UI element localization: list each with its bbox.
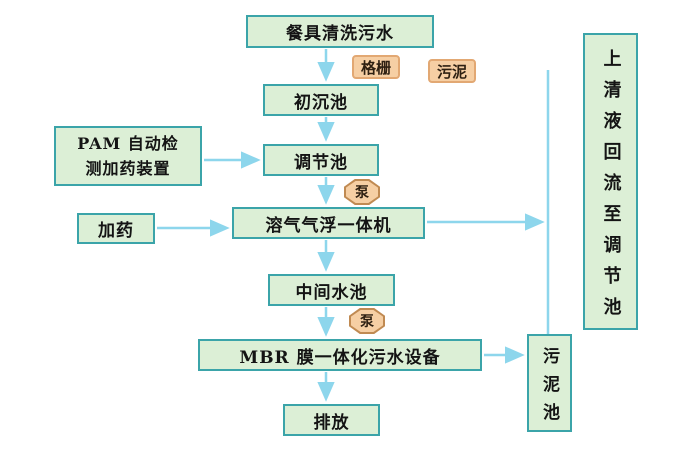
label-grid-screen: 格栅 (352, 55, 400, 79)
node-pam-dosing-device: PAM 自动检 测加药装置 (54, 126, 202, 186)
pam-line-1: PAM 自动检 (77, 134, 179, 153)
pump-label: 泵 (346, 181, 378, 203)
node-air-flotation-machine: 溶气气浮一体机 (232, 207, 425, 239)
node-middle-water-tank: 中间水池 (268, 274, 395, 306)
pump-badge-1: 泵 (344, 179, 380, 205)
sludge-tank-label: 污泥池 (539, 346, 559, 431)
pam-line-2: 测加药装置 (85, 159, 171, 178)
node-sludge-tank: 污泥池 (527, 334, 572, 432)
pump-badge-2: 泵 (349, 308, 385, 334)
node-discharge: 排放 (283, 404, 380, 436)
node-supernatant-return: 上清液回流至调节池 (583, 33, 638, 330)
label-sludge: 污泥 (428, 59, 476, 83)
pump-label: 泵 (351, 310, 383, 332)
supernatant-return-label: 上清液回流至调节池 (600, 48, 622, 328)
node-mbr-equipment: MBR 膜一体化污水设备 (198, 339, 482, 371)
node-regulating-tank: 调节池 (263, 144, 379, 176)
node-dosing: 加药 (77, 213, 155, 244)
node-source-wastewater: 餐具清洗污水 (246, 15, 434, 48)
node-primary-sedimentation-tank: 初沉池 (263, 84, 379, 116)
